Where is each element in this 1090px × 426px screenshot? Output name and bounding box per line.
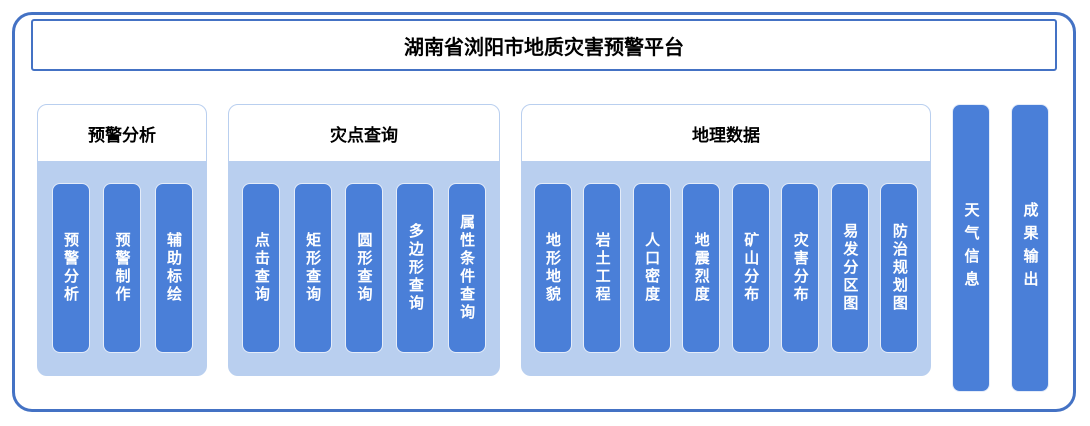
bar-label: 灾害分布	[791, 232, 809, 304]
button-polygon-query[interactable]: 多边形查询	[396, 183, 435, 353]
button-prone-zone-map[interactable]: 易发分区图	[830, 183, 869, 353]
button-warning-production[interactable]: 预警制作	[103, 183, 141, 353]
panel-disaster-point-query-body: 点击查询 矩形查询 圆形查询 多边形查询 属性条件查询	[229, 161, 499, 375]
page-title: 湖南省浏阳市地质灾害预警平台	[31, 19, 1057, 71]
diagram-frame: 湖南省浏阳市地质灾害预警平台 预警分析 预警分析 预警制作 辅助标绘 灾点查询	[12, 12, 1076, 412]
bar-label: 多边形查询	[406, 223, 424, 313]
bar-label: 人口密度	[643, 232, 661, 304]
bar-label: 圆形查询	[355, 232, 373, 304]
panel-warning-analysis: 预警分析 预警分析 预警制作 辅助标绘	[37, 104, 207, 376]
button-rectangle-query[interactable]: 矩形查询	[293, 183, 332, 353]
bar-label: 属性条件查询	[458, 214, 476, 322]
panel-geographic-data-body: 地形地貌 岩土工程 人口密度 地震烈度 矿山分布 灾害分布 易发	[522, 161, 930, 375]
button-warning-analysis[interactable]: 预警分析	[51, 183, 90, 353]
bar-label: 预警制作	[113, 232, 131, 304]
bar-label: 易发分区图	[841, 223, 859, 313]
bar-label: 成果输出	[1021, 202, 1039, 294]
button-terrain-landform[interactable]: 地形地貌	[533, 183, 572, 353]
button-circle-query[interactable]: 圆形查询	[344, 183, 383, 353]
button-auxiliary-plotting[interactable]: 辅助标绘	[154, 183, 193, 353]
bar-label: 矿山分布	[742, 232, 760, 304]
bar-label: 地形地貌	[544, 232, 562, 304]
button-population-density[interactable]: 人口密度	[632, 183, 671, 353]
panel-disaster-point-query: 灾点查询 点击查询 矩形查询 圆形查询 多边形查询 属性条件查询	[228, 104, 500, 376]
bar-label: 岩土工程	[593, 232, 611, 304]
panel-warning-analysis-title: 预警分析	[38, 105, 206, 161]
panel-geographic-data-title: 地理数据	[522, 105, 930, 161]
panel-geographic-data: 地理数据 地形地貌 岩土工程 人口密度 地震烈度 矿山分布 灾害分布	[521, 104, 931, 376]
bar-label: 点击查询	[252, 232, 270, 304]
button-attribute-condition-query[interactable]: 属性条件查询	[447, 183, 486, 353]
button-geotechnical-engineering[interactable]: 岩土工程	[583, 183, 622, 353]
button-prevention-planning-map[interactable]: 防治规划图	[880, 183, 919, 353]
bar-label: 防治规划图	[890, 223, 908, 313]
bar-label: 地震烈度	[692, 232, 710, 304]
panel-disaster-point-query-title: 灾点查询	[229, 105, 499, 161]
button-result-output[interactable]: 成果输出	[1011, 104, 1049, 392]
bar-label: 预警分析	[62, 232, 79, 304]
page-title-text: 湖南省浏阳市地质灾害预警平台	[404, 36, 684, 59]
panel-warning-analysis-body: 预警分析 预警制作 辅助标绘	[38, 161, 206, 375]
button-disaster-distribution[interactable]: 灾害分布	[781, 183, 820, 353]
bar-label: 矩形查询	[304, 232, 322, 304]
button-mine-distribution[interactable]: 矿山分布	[731, 183, 770, 353]
button-seismic-intensity[interactable]: 地震烈度	[682, 183, 721, 353]
bar-label: 天气信息	[962, 202, 980, 294]
button-click-query[interactable]: 点击查询	[242, 183, 281, 353]
button-weather-info[interactable]: 天气信息	[952, 104, 990, 392]
bar-label: 辅助标绘	[165, 232, 182, 304]
content-row: 预警分析 预警分析 预警制作 辅助标绘 灾点查询 点击查询	[31, 104, 1057, 392]
